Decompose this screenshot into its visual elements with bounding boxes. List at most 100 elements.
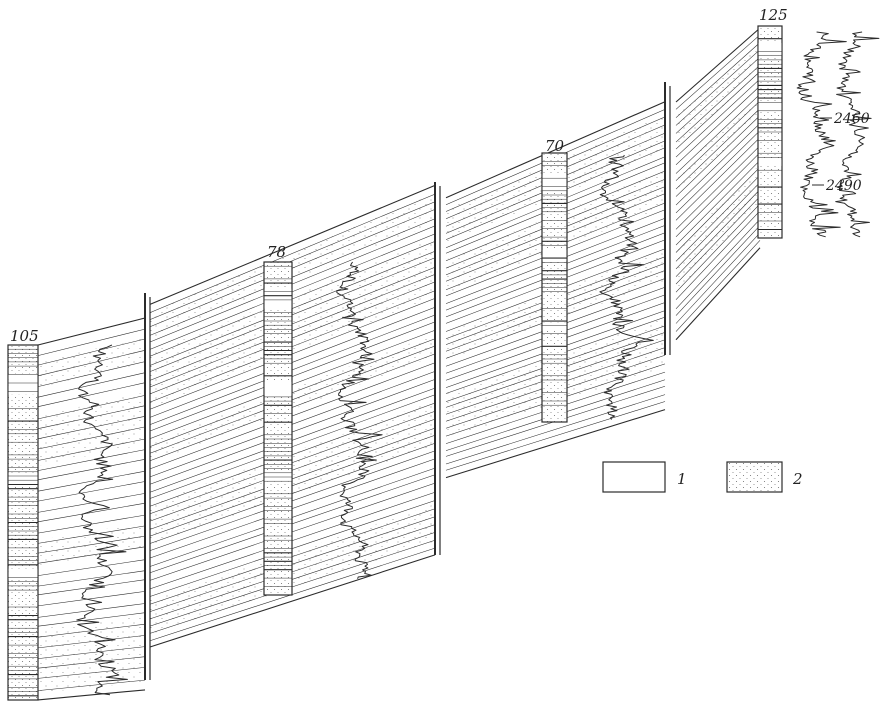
correlation-line-0-5: [37, 372, 146, 398]
correlation-line-0-0: [37, 317, 146, 346]
correlation-line-2-40: [445, 409, 666, 479]
correlation-line-0-2: [37, 338, 146, 366]
correlation-line-0-22: [37, 559, 146, 576]
correlation-line-3-4: [675, 56, 761, 134]
well-label-105: 105: [10, 327, 39, 345]
correlation-line-1-46: [149, 554, 436, 648]
correlation-line-3-1: [675, 34, 761, 110]
well-label-78: 78: [267, 243, 286, 261]
correlation-line-3-26: [675, 219, 761, 309]
correlation-line-3-25: [675, 210, 761, 300]
depth-mark-2460: 2460: [820, 111, 870, 127]
correlation-line-3-17: [675, 152, 761, 237]
legend-swatch-dotted: [726, 461, 783, 493]
log-curve-70: [599, 154, 654, 420]
correlation-line-3-3: [675, 49, 761, 126]
correlation-line-3-11: [675, 108, 761, 190]
correlation-line-0-21: [37, 546, 146, 564]
correlation-line-3-28: [675, 232, 761, 324]
correlation-line-2-38: [445, 394, 666, 465]
well-log-curves: [76, 31, 880, 696]
legend-number-2: 2: [792, 470, 803, 488]
log-curve-105: [76, 344, 128, 696]
correlation-line-0-27: [37, 612, 146, 627]
depth-label-2490: 2490: [825, 178, 862, 194]
depth-label-2460: 2460: [833, 111, 870, 127]
correlation-line-3-0: [675, 27, 761, 103]
correlation-line-0-9: [37, 416, 146, 440]
correlation-line-0-11: [37, 438, 146, 461]
correlation-line-3-7: [675, 78, 761, 158]
sand-band-3-1: [676, 94, 760, 198]
correlation-line-0-30: [37, 646, 146, 659]
well-column-78-clay-0: [264, 288, 292, 309]
correlation-line-0-1: [37, 328, 146, 356]
correlation-line-3-18: [675, 160, 761, 246]
well-column-125-clay-1: [758, 102, 782, 111]
correlation-line-3-14: [675, 130, 761, 214]
correlation-line-0-19: [37, 525, 146, 544]
sand-band-0-1: [38, 392, 145, 466]
correlation-line-0-34: [37, 689, 146, 701]
legend-swatch-blank: [602, 461, 666, 493]
correlation-line-3-12: [675, 115, 761, 197]
correlation-line-0-24: [37, 579, 146, 596]
correlation-line-3-29: [675, 240, 761, 332]
correlation-line-3-8: [675, 85, 761, 166]
correlation-line-0-10: [37, 426, 146, 450]
depth-mark-2490: 2490: [812, 178, 862, 194]
correlation-line-3-5: [675, 64, 761, 143]
well-columns: [7, 25, 783, 701]
correlation-line-3-15: [675, 137, 761, 221]
correlation-line-3-9: [675, 94, 761, 174]
fault-lines: [144, 82, 671, 680]
correlation-line-0-33: [37, 679, 146, 691]
sand-band-0-0: [38, 336, 145, 388]
correlation-line-3-19: [675, 166, 761, 253]
sand-band-0-2: [38, 522, 145, 566]
correlation-line-3-23: [675, 196, 761, 285]
well-label-125: 125: [759, 6, 788, 24]
well-column-70-clay-2: [542, 322, 567, 331]
well-column-105-clay-1: [8, 472, 38, 487]
correlation-line-2-39: [445, 401, 666, 471]
correlation-line-0-17: [37, 502, 146, 523]
correlation-line-0-31: [37, 656, 146, 669]
correlation-line-0-12: [37, 449, 146, 471]
well-column-125-clay-0: [758, 42, 782, 56]
legend: 1 2: [602, 461, 803, 493]
correlation-line-1-0: [149, 184, 436, 305]
correlation-line-0-3: [37, 350, 146, 377]
log-curve-125: [796, 31, 847, 238]
correlation-line-0-32: [37, 667, 146, 679]
legend-number-1: 1: [677, 470, 687, 488]
correlation-line-3-6: [675, 71, 761, 150]
correlation-line-0-8: [37, 405, 146, 429]
correlation-line-3-24: [675, 203, 761, 293]
correlation-line-0-13: [37, 459, 146, 481]
correlation-line-2-0: [445, 101, 666, 199]
correlation-line-3-22: [675, 189, 761, 277]
correlation-line-0-20: [37, 535, 146, 554]
correlation-line-1-1: [149, 193, 436, 313]
correlation-line-3-27: [675, 225, 761, 316]
correlation-line-0-15: [37, 481, 146, 502]
correlation-line-0-29: [37, 635, 146, 649]
log-curve-125-second: [835, 31, 880, 238]
well-label-70: 70: [545, 137, 565, 155]
correlation-line-3-13: [675, 123, 761, 206]
correlation-line-3-21: [675, 182, 761, 270]
well-column-105-clay-2: [8, 568, 38, 580]
correlation-line-0-23: [37, 570, 146, 587]
correlation-line-3-10: [675, 100, 761, 181]
correlation-line-0-6: [37, 382, 146, 407]
well-column-78: [263, 261, 293, 596]
well-column-105-clay-0: [8, 373, 38, 395]
correlation-line-0-26: [37, 603, 146, 618]
correlation-line-3-20: [675, 175, 761, 262]
correlation-line-0-14: [37, 470, 146, 492]
correlation-line-3-30: [675, 247, 761, 341]
correlation-lines: [37, 27, 761, 701]
